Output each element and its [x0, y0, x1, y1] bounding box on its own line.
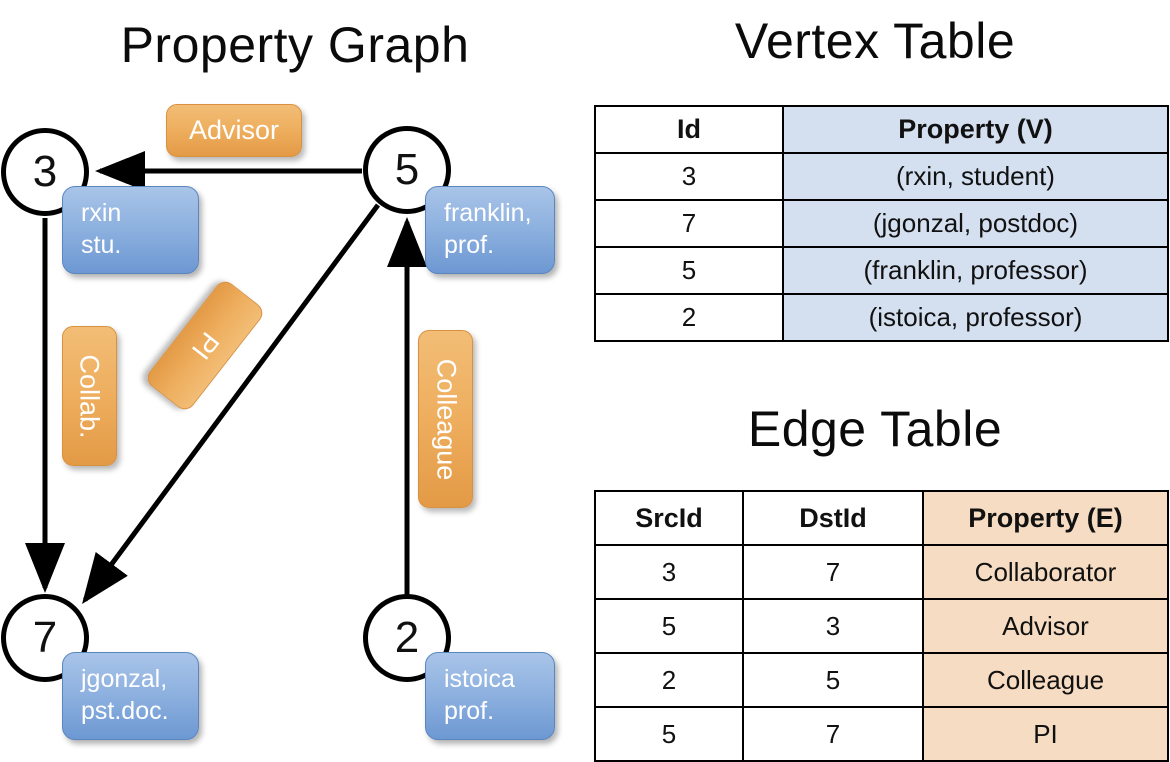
vertex-property-line-1: franklin, — [444, 199, 532, 227]
vertex-property-line-1: rxin — [81, 199, 122, 227]
vertex-property-box-3: rxin stu. — [62, 186, 199, 274]
edge-label-collab-text: Collab. — [75, 353, 106, 439]
graph-edge-arrows — [25, 151, 427, 605]
vertex-property-line-1: jgonzal, — [81, 665, 168, 693]
vertex-table: Id Property (V) 3 (rxin, student) 7 (jgo… — [594, 105, 1169, 342]
edge-table-cell-src: 2 — [594, 652, 744, 708]
edge-table-cell-dst: 3 — [742, 598, 924, 654]
edge-table-cell-dst: 7 — [742, 706, 924, 762]
graph-vertex-2[interactable]: 2 — [363, 594, 451, 682]
table-row: 2 5 Colleague — [594, 652, 1169, 708]
table-row: 5 3 Advisor — [594, 598, 1169, 654]
edge-label-colleague-text: Colleague — [431, 358, 461, 480]
edge-table-cell-src: 3 — [594, 544, 744, 600]
vertex-table-cell-id: 3 — [594, 152, 784, 201]
edge-label-colleague: Colleague — [418, 330, 473, 508]
edge-label-advisor-text: Advisor — [188, 115, 280, 145]
vertex-property-box-5: franklin, prof. — [425, 186, 555, 274]
vertex-table-cell-id: 5 — [594, 246, 784, 295]
property-graph-diagram: 3 5 7 2 rxin stu. franklin, prof. jgonza… — [1, 104, 555, 740]
vertex-property-box-7: jgonzal, pst.doc. — [62, 652, 199, 740]
edge-table-header-srcid: SrcId — [594, 490, 744, 546]
vertex-table-cell-property: (franklin, professor) — [782, 246, 1169, 295]
section-title-edge-table: Edge Table — [747, 401, 1003, 457]
edge-table-cell-src: 5 — [594, 706, 744, 762]
vertex-property-line-2: pst.doc. — [81, 697, 169, 725]
edge-label-collab: Collab. — [62, 326, 117, 466]
edge-arrow-5-to-7 — [82, 203, 381, 605]
vertex-table-cell-property: (jgonzal, postdoc) — [782, 199, 1169, 248]
graph-vertex-5[interactable]: 5 — [363, 126, 451, 214]
edge-table-cell-property: PI — [922, 706, 1169, 762]
vertex-property-line-1: istoica — [444, 665, 515, 693]
table-row: 5 7 PI — [594, 706, 1169, 762]
edge-table-header-dstid: DstId — [742, 490, 924, 546]
edge-label-pi-text: PI — [185, 326, 226, 366]
vertex-table-cell-property: (rxin, student) — [782, 152, 1169, 201]
vertex-property-box-2: istoica prof. — [425, 652, 555, 740]
edge-table-header-property: Property (E) — [922, 490, 1169, 546]
vertex-table-header-property: Property (V) — [782, 105, 1169, 154]
table-row: 3 (rxin, student) — [594, 152, 1169, 201]
edge-table: SrcId DstId Property (E) 3 7 Collaborato… — [594, 490, 1169, 762]
table-header-row: SrcId DstId Property (E) — [594, 490, 1169, 546]
table-row: 2 (istoica, professor) — [594, 293, 1169, 342]
edge-table-cell-src: 5 — [594, 598, 744, 654]
vertex-property-line-2: stu. — [81, 231, 122, 259]
table-row: 5 (franklin, professor) — [594, 246, 1169, 295]
edge-label-advisor: Advisor — [166, 104, 302, 157]
table-row: 7 (jgonzal, postdoc) — [594, 199, 1169, 248]
edge-table-cell-property: Collaborator — [922, 544, 1169, 600]
table-header-row: Id Property (V) — [594, 105, 1169, 154]
edge-table-cell-property: Colleague — [922, 652, 1169, 708]
table-row: 3 7 Collaborator — [594, 544, 1169, 600]
edge-table-cell-dst: 7 — [742, 544, 924, 600]
vertex-property-line-2: prof. — [444, 231, 495, 259]
vertex-table-cell-id: 2 — [594, 293, 784, 342]
section-title-vertex-table: Vertex Table — [734, 13, 1016, 69]
vertex-table-cell-id: 7 — [594, 199, 784, 248]
vertex-table-cell-property: (istoica, professor) — [782, 293, 1169, 342]
page-title-property-graph: Property Graph — [120, 17, 470, 73]
vertex-table-header-id: Id — [594, 105, 784, 154]
edge-table-cell-dst: 5 — [742, 652, 924, 708]
vertex-property-line-2: prof. — [444, 697, 495, 725]
edge-table-cell-property: Advisor — [922, 598, 1169, 654]
